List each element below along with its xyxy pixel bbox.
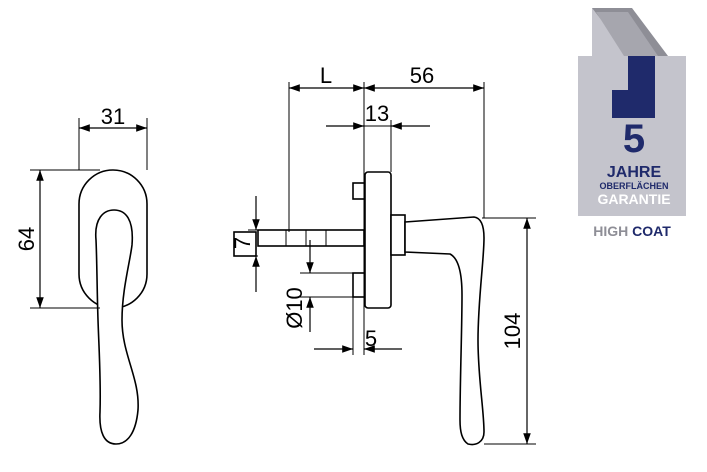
side-handle-lever — [404, 216, 485, 446]
dim-13: 13 — [365, 101, 389, 126]
badge-gray-slab — [596, 12, 658, 56]
dim-104: 104 — [500, 313, 525, 350]
dim-front-height: 64 — [14, 227, 39, 251]
side-screw-top — [352, 182, 366, 200]
dim-5: 5 — [365, 326, 377, 351]
badge-brand-coat: COAT — [632, 223, 671, 239]
front-handle-lever — [94, 209, 139, 445]
dim-7: 7 — [230, 237, 255, 249]
side-spindle-end — [233, 231, 257, 257]
badge-line-garantie: GARANTIE — [597, 191, 670, 207]
badge-brand: HIGH COAT — [593, 223, 671, 239]
high-coat-badge: 5 JAHRE OBERFLÄCHEN GARANTIE HIGH COAT — [578, 8, 686, 239]
badge-line-oberflaechen: OBERFLÄCHEN — [600, 181, 669, 191]
badge-number: 5 — [623, 117, 645, 161]
badge-navy-bar-foot — [612, 90, 628, 118]
badge-brand-high: HIGH — [593, 223, 628, 239]
side-spindle — [257, 229, 365, 247]
badge-line-jahre: JAHRE — [607, 164, 662, 181]
side-collar — [390, 214, 406, 256]
side-view: L 56 13 7 Ø10 5 104 — [230, 63, 536, 446]
side-base-plate — [364, 171, 392, 309]
dim-front-width: 31 — [101, 104, 125, 129]
side-screw-bottom — [352, 272, 366, 298]
front-view: 31 64 — [14, 104, 148, 445]
dim-diameter-10: Ø10 — [282, 287, 307, 329]
badge-navy-bar — [628, 56, 655, 118]
dim-L: L — [320, 63, 332, 88]
dim-56: 56 — [410, 63, 434, 88]
